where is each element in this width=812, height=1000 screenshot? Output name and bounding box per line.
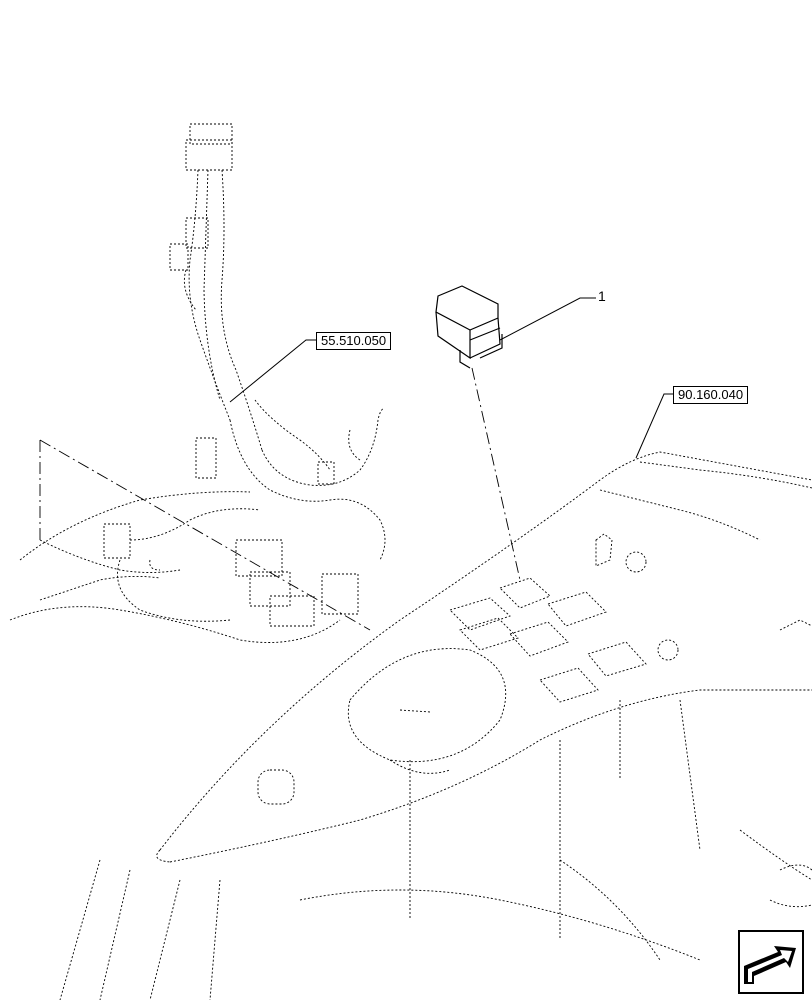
harness-assembly	[9, 123, 386, 643]
callout-number-1: 1	[598, 288, 606, 304]
leader-line-1	[499, 297, 596, 341]
reference-90-160-040[interactable]: 90.160.040	[673, 386, 749, 404]
guide-line-harness	[39, 439, 371, 631]
leader-line-55510050	[229, 339, 316, 403]
next-page-arrow-icon[interactable]	[738, 930, 804, 994]
console-assembly	[59, 451, 812, 1000]
guide-line-part-1	[471, 367, 521, 581]
leader-line-90160040	[635, 393, 674, 459]
switch-part-1	[435, 285, 503, 369]
reference-55-510-050[interactable]: 55.510.050	[316, 332, 392, 350]
